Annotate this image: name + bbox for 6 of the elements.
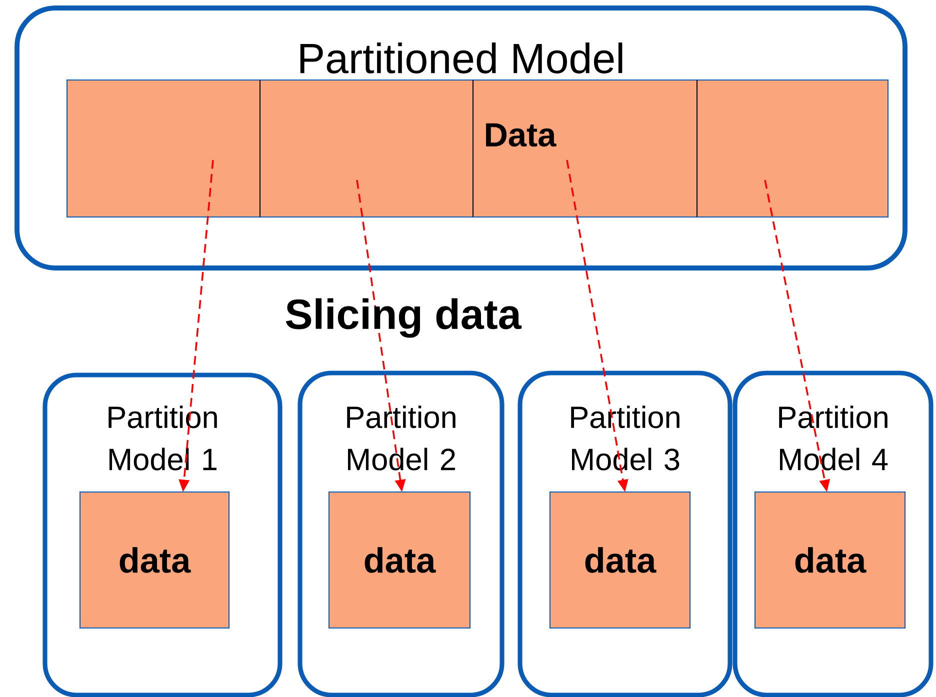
data-bar: Data: [66, 79, 889, 218]
data-box: data: [754, 491, 906, 629]
section-heading: Slicing data: [286, 298, 522, 338]
data-box: data: [328, 491, 471, 629]
data-box: data: [79, 491, 230, 629]
data-box: data: [549, 491, 691, 629]
